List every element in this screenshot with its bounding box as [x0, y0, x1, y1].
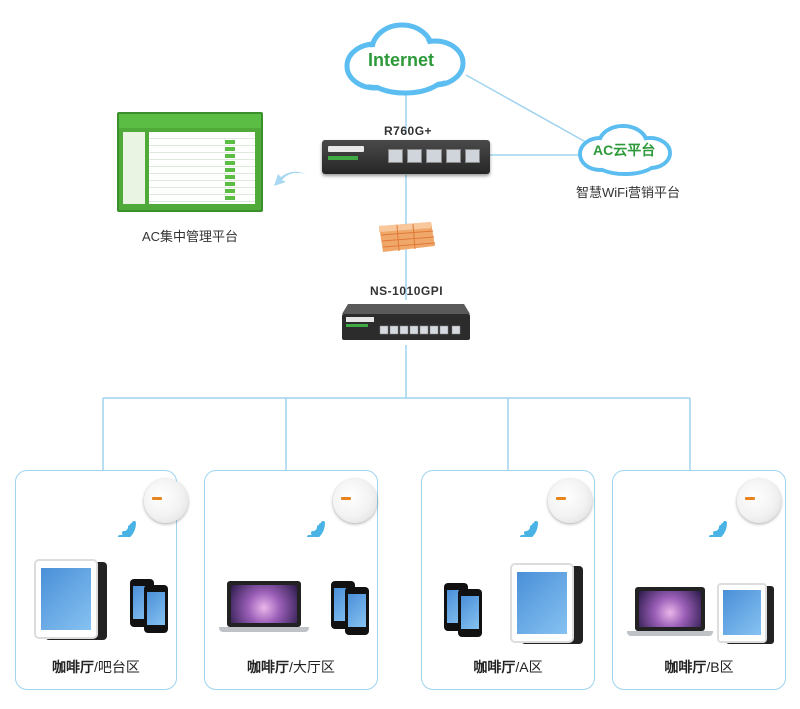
- zone-bar-area: 咖啡厅/吧台区: [15, 470, 188, 690]
- tablet-icon: [510, 563, 574, 643]
- management-caption: AC集中管理平台: [142, 229, 239, 244]
- ac-cloud: AC云平台: [575, 122, 675, 178]
- access-point-icon: [737, 479, 781, 523]
- zone-label: 咖啡厅/大厅区: [205, 657, 377, 677]
- router-device: [322, 140, 490, 174]
- access-point-icon: [548, 479, 592, 523]
- switch-label: NS-1010GPI: [370, 284, 444, 298]
- zone-name: 咖啡厅: [664, 659, 707, 675]
- access-point-icon: [333, 479, 377, 523]
- phone-icon: [458, 589, 482, 637]
- zone-area: /吧台区: [94, 659, 140, 675]
- management-screen: [117, 112, 263, 212]
- zone-name: 咖啡厅: [473, 659, 516, 675]
- router-stripe: [328, 156, 358, 160]
- firewall-icon: [373, 222, 436, 252]
- ac-cloud-caption: 智慧WiFi营销平台: [576, 185, 680, 200]
- management-table: [149, 132, 255, 204]
- zone-label: 咖啡厅/吧台区: [16, 657, 176, 677]
- router-ports: [388, 149, 481, 165]
- management-status-column: [225, 140, 235, 200]
- ac-cloud-label: AC云平台: [593, 142, 656, 158]
- internet-cloud: Internet: [340, 18, 470, 98]
- laptop-icon: [227, 581, 301, 627]
- zone-b-area: 咖啡厅/B区: [612, 470, 786, 690]
- laptop-base: [219, 627, 309, 632]
- cloud-icon: [578, 124, 672, 176]
- wifi-icon: [307, 521, 325, 537]
- zone-name: 咖啡厅: [247, 659, 290, 675]
- cloud-icon: [344, 22, 466, 96]
- laptop-base: [627, 631, 713, 636]
- zone-hall-area: 咖啡厅/大厅区: [204, 470, 378, 690]
- wifi-icon: [520, 521, 538, 537]
- zone-a-area: 咖啡厅/A区: [421, 470, 595, 690]
- switch-device: [340, 302, 472, 342]
- tablet-icon: [717, 583, 767, 643]
- management-header: [119, 114, 261, 128]
- zone-area: /A区: [515, 659, 543, 675]
- laptop-icon: [635, 587, 705, 631]
- access-point-icon: [144, 479, 188, 523]
- management-sidebar: [123, 132, 145, 204]
- zone-name: 咖啡厅: [52, 659, 95, 675]
- arrow-icon: [274, 171, 306, 186]
- phone-icon: [345, 587, 369, 635]
- internet-label: Internet: [368, 50, 435, 70]
- router-brand: [328, 146, 364, 152]
- tablet-icon: [34, 559, 98, 639]
- wifi-icon: [118, 521, 136, 537]
- wifi-icon: [709, 521, 727, 537]
- zone-label: 咖啡厅/A区: [422, 657, 594, 677]
- zone-area: /B区: [706, 659, 734, 675]
- router-label: R760G+: [384, 124, 433, 138]
- phone-icon: [144, 585, 168, 633]
- zone-label: 咖啡厅/B区: [613, 657, 785, 677]
- zone-area: /大厅区: [289, 659, 335, 675]
